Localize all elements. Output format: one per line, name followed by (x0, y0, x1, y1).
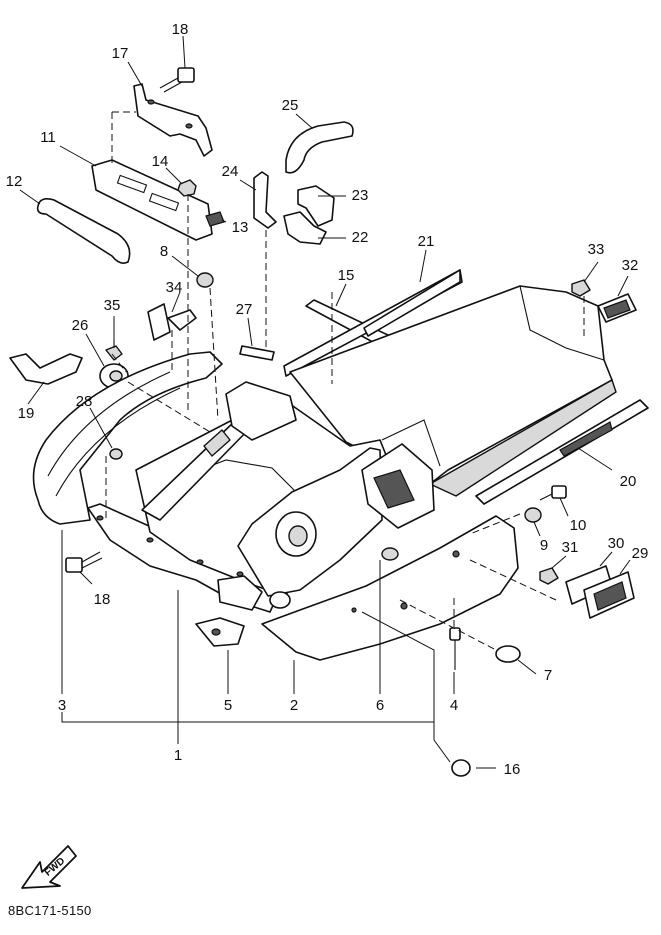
callout-27: 27 (236, 301, 253, 318)
part-12-strip (36, 198, 131, 264)
callout-22: 22 (352, 229, 369, 246)
forward-arrow-icon: FWD (21, 845, 77, 889)
callout-25: 25 (282, 97, 299, 114)
part-27-strip (239, 345, 275, 361)
part-1-frame (32, 285, 617, 613)
part-31-nut (539, 567, 559, 585)
part-32-reflector (597, 293, 637, 323)
part-29-lens (583, 571, 635, 619)
callout-8: 8 (160, 243, 168, 260)
part-11-plate (91, 159, 213, 241)
part-4-pin (449, 627, 461, 670)
callout-7: 7 (544, 667, 552, 684)
reference-code: 8BC171-5150 (8, 903, 92, 918)
callout-28: 28 (76, 393, 93, 410)
callout-18-lower: 18 (94, 591, 111, 608)
part-28-grommet (109, 448, 123, 460)
callout-21: 21 (418, 233, 435, 250)
assembly-lines (105, 111, 585, 651)
callout-29: 29 (632, 545, 649, 562)
callout-26: 26 (72, 317, 89, 334)
part-6-grommet (381, 547, 399, 561)
callout-32: 32 (622, 257, 639, 274)
callout-34: 34 (166, 279, 183, 296)
callout-24: 24 (222, 163, 239, 180)
callout-4: 4 (450, 697, 458, 714)
callout-16: 16 (504, 761, 521, 778)
callout-2: 2 (290, 697, 298, 714)
part-18-bolt-top (159, 67, 195, 93)
part-20-strip (475, 399, 649, 505)
part-9-washer (524, 507, 542, 523)
callout-20: 20 (620, 473, 637, 490)
callout-33: 33 (588, 241, 605, 258)
callout-5: 5 (224, 697, 232, 714)
part-18-bolt-lower (65, 551, 103, 573)
callout-17: 17 (112, 45, 129, 62)
callout-19: 19 (18, 405, 35, 422)
leader-lines (19, 35, 631, 769)
callout-1: 1 (174, 747, 182, 764)
part-7-plug (495, 645, 521, 663)
part-16-plug (451, 759, 471, 777)
part-10-bolt (539, 485, 567, 501)
part-8-grommet (196, 272, 214, 288)
part-2-side-panel (261, 515, 519, 661)
part-14-nut (177, 179, 197, 197)
callout-3: 3 (58, 697, 66, 714)
callout-35: 35 (104, 297, 121, 314)
part-17-bracket (133, 83, 213, 157)
part-5-mount (195, 617, 245, 647)
part-25-handle (285, 121, 354, 174)
part-34-clip (147, 303, 197, 341)
callout-10: 10 (570, 517, 587, 534)
callout-23: 23 (352, 187, 369, 204)
callout-15: 15 (338, 267, 355, 284)
callout-30: 30 (608, 535, 625, 552)
part-24-l-bracket (253, 171, 277, 229)
callout-18-top: 18 (172, 21, 189, 38)
callout-14: 14 (152, 153, 169, 170)
part-19-bumper (9, 353, 83, 385)
part-33-nut (571, 279, 591, 297)
callout-6: 6 (376, 697, 384, 714)
part-13-label (205, 211, 225, 227)
callout-labels: 18 17 25 11 14 24 12 23 13 22 21 33 8 32… (6, 21, 649, 778)
callout-31: 31 (562, 539, 579, 556)
part-21-seal (283, 269, 463, 377)
callout-9: 9 (540, 537, 548, 554)
callout-13: 13 (232, 219, 249, 236)
callout-11: 11 (40, 129, 56, 146)
callout-12: 12 (6, 173, 23, 190)
